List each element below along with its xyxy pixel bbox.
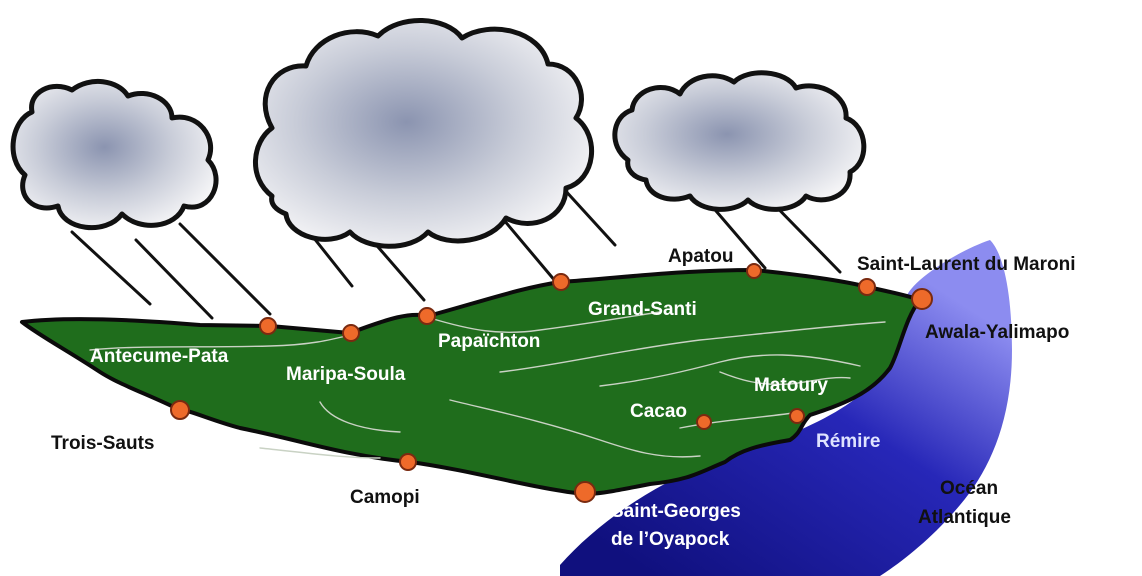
label-apatou: Apatou — [668, 246, 733, 267]
river-7 — [679, 411, 801, 429]
river-3 — [499, 321, 886, 373]
marker-maripa-soula[interactable] — [342, 324, 360, 342]
french-guiana-land — [20, 268, 922, 496]
marker-grand-santi[interactable] — [552, 273, 570, 291]
river-4 — [599, 354, 861, 387]
river-9 — [259, 447, 381, 459]
marker-papaichton[interactable] — [418, 307, 436, 325]
marker-antecume-pata[interactable] — [259, 317, 277, 335]
label-saint-laurent: Saint-Laurent du Maroni — [857, 254, 1076, 275]
river-6 — [449, 399, 701, 458]
label-grand-santi: Grand-Santi — [588, 299, 697, 320]
label-awala-yalimapo: Awala-Yalimapo — [925, 322, 1069, 343]
rain-line — [496, 211, 558, 284]
label-papaichton: Papaïchton — [438, 331, 540, 352]
marker-camopi[interactable] — [399, 453, 417, 471]
marker-trois-sauts[interactable] — [170, 400, 190, 420]
clouds — [10, 18, 867, 249]
label-cacao: Cacao — [630, 401, 687, 422]
river-5 — [319, 401, 401, 433]
label-matoury: Matoury — [754, 375, 828, 396]
river-8 — [719, 371, 851, 386]
rain-line — [178, 222, 272, 316]
river-2 — [429, 311, 661, 334]
town-markers — [170, 263, 933, 503]
label-remire: Rémire — [816, 431, 880, 452]
label-trois-sauts: Trois-Sauts — [51, 433, 154, 454]
label-saint-georges-line2: de l’Oyapock — [611, 529, 730, 550]
label-maripa-soula: Maripa-Soula — [286, 364, 406, 385]
cloud-center — [253, 18, 595, 249]
cloud-left — [10, 78, 219, 231]
marker-matoury[interactable] — [789, 408, 805, 424]
rivers — [89, 311, 886, 459]
rain-line — [134, 238, 214, 320]
marker-cacao[interactable] — [696, 414, 712, 430]
marker-awala-yalimapo[interactable] — [911, 288, 933, 310]
label-ocean-line1: Océan — [940, 478, 998, 499]
marker-saint-georges[interactable] — [574, 481, 596, 503]
town-labels: Antecume-Pata Maripa-Soula Papaïchton Gr… — [51, 246, 1076, 550]
rain-line — [70, 230, 152, 306]
label-antecume-pata: Antecume-Pata — [90, 346, 229, 367]
label-ocean-line2: Atlantique — [918, 507, 1011, 528]
cloud-right — [612, 70, 867, 212]
label-camopi: Camopi — [350, 487, 420, 508]
marker-apatou[interactable] — [746, 263, 762, 279]
marker-saint-laurent[interactable] — [858, 278, 876, 296]
river-1 — [89, 334, 351, 351]
label-saint-georges-line1: Saint-Georges — [611, 501, 741, 522]
atlantic-ocean — [560, 240, 1012, 576]
